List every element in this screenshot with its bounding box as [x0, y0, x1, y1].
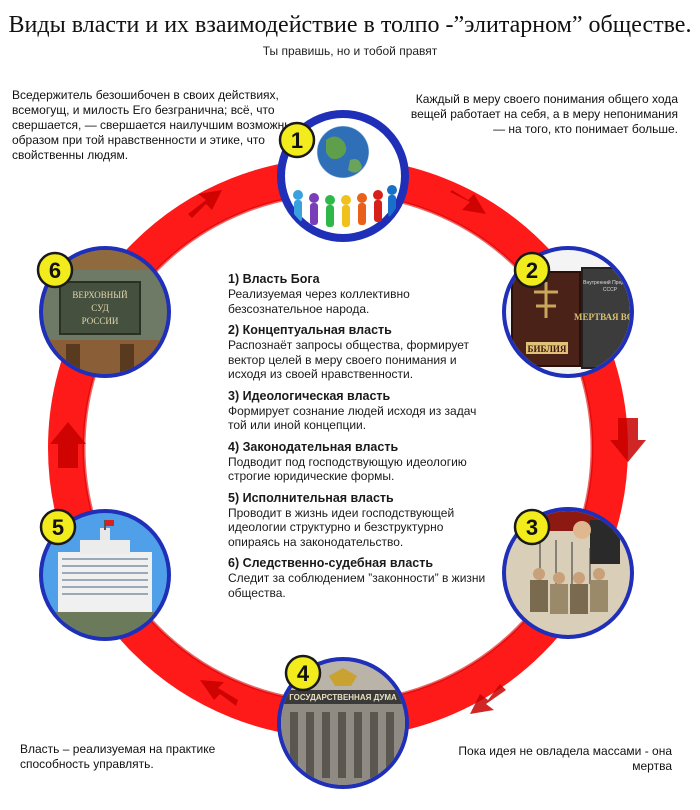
court-line2: СУД [91, 303, 109, 313]
bible-label: БИБЛИЯ [528, 344, 567, 354]
ring-arrow-2-3 [610, 418, 646, 462]
court-plaque [59, 281, 141, 335]
court-line1: ВЕРХОВНЫЙ [72, 290, 128, 300]
page-subtitle: Ты правишь, но и тобой правят [262, 44, 438, 58]
node-2-number: 2 [526, 258, 538, 283]
node-4: ГОСУДАРСТВЕННАЯ ДУМА 4 [277, 654, 409, 789]
node-6-number: 6 [49, 258, 61, 283]
power-item-2: 2) Концептуальная власть Распознаёт запр… [228, 323, 498, 382]
ring-arrow-3-4 [470, 684, 506, 714]
power-item-description: Следит за соблюдением ”законности” в жиз… [228, 571, 486, 600]
node-1-number: 1 [291, 128, 303, 153]
court-line3: РОССИИ [82, 316, 119, 326]
power-item-title: 1) Власть Бога [228, 272, 320, 286]
power-types-list: 1) Власть Бога Реализуемая через коллект… [228, 272, 498, 607]
node-1-badge [278, 121, 316, 159]
node-5: 5 [39, 508, 171, 641]
dead-water-line2: СССР [603, 287, 618, 293]
ring-arrow-4-5 [200, 680, 238, 706]
power-item-description: Подводит под господствующую идеологию ст… [228, 454, 467, 484]
dead-water-line1: Внутренний Предиктор [583, 279, 637, 286]
note-top-right: Каждый в меру своего понимания общего хо… [410, 92, 678, 136]
note-bottom-left: Власть – реализуемая на практике способн… [20, 742, 216, 771]
node-6: ВЕРХОВНЫЙ СУД РОССИИ 6 [36, 246, 171, 378]
node-3-badge [513, 508, 551, 546]
people-figures [293, 185, 397, 227]
power-item-6: 6) Следственно-судебная власть Следит за… [228, 556, 498, 600]
duma-sign: ГОСУДАРСТВЕННАЯ ДУМА [289, 693, 397, 702]
node-5-number: 5 [52, 515, 64, 540]
dead-water-title: МЕРТВАЯ ВОДА [574, 312, 647, 322]
node-1: 1 [277, 110, 409, 242]
power-item-description: Распознаёт запросы общества, формирует в… [228, 338, 469, 381]
node-3: 3 [502, 507, 634, 639]
power-item-title: 4) Законодательная власть [228, 439, 399, 454]
power-item-1: 1) Власть Бога Реализуемая через коллект… [228, 272, 498, 316]
page-title: Виды власти и их взаимодействие в толпо … [8, 12, 692, 38]
power-item-title: 5) Исполнительная власть [228, 490, 394, 505]
power-item-5: 5) Исполнительная власть Проводит в жизн… [228, 491, 498, 550]
node-2-badge [513, 251, 551, 289]
note-top-left: Вседержитель безошибочен в своих действи… [12, 88, 302, 162]
power-item-title: 2) Концептуальная власть [228, 323, 392, 337]
power-item-description: Реализуемая через коллективно безсознате… [228, 287, 410, 316]
node-3-number: 3 [526, 515, 538, 540]
note-bottom-right: Пока идея не овладела массами - она мерт… [458, 744, 672, 773]
node-6-badge [36, 251, 74, 289]
power-item-title: 6) Следственно-судебная власть [228, 556, 434, 570]
node-4-badge [284, 654, 322, 692]
eagle-emblem [329, 668, 357, 686]
node-4-number: 4 [297, 661, 310, 686]
node-2: БИБЛИЯ Внутренний Предиктор СССР МЕРТВАЯ… [502, 246, 647, 378]
power-item-description: Проводит в жизнь идеи господствующей иде… [228, 505, 455, 549]
node-5-badge [39, 508, 77, 546]
power-item-3: 3) Идеологическая власть Формирует созна… [228, 389, 498, 433]
ring-arrow-1-2 [450, 190, 486, 214]
power-item-4: 4) Законодательная власть Подводит под г… [228, 440, 498, 484]
ring-arrow-5-6 [50, 422, 86, 468]
power-item-description: Формирует сознание людей исходя из задач… [228, 403, 477, 433]
power-item-title: 3) Идеологическая власть [228, 388, 391, 403]
ring-arrow-6-1 [188, 190, 222, 218]
